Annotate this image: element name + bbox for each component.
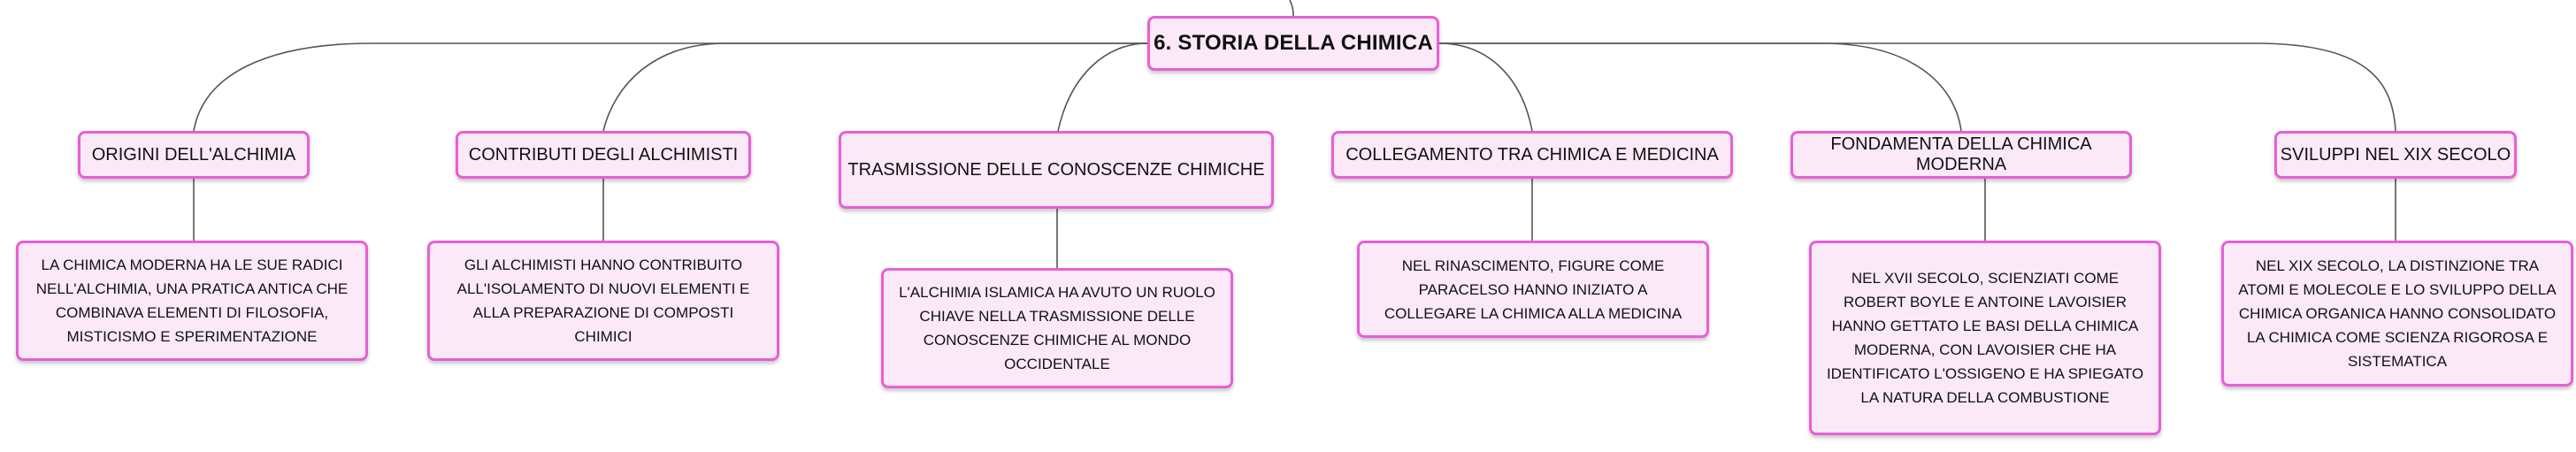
connector-root-topic-1: [193, 42, 1147, 132]
note-node-collegamento[interactable]: NEL RINASCIMENTO, FIGURE COME PARACELSO …: [1357, 241, 1709, 338]
root-node[interactable]: 6. STORIA DELLA CHIMICA: [1147, 16, 1439, 71]
note-node-trasmissione[interactable]: L'ALCHIMIA ISLAMICA HA AVUTO UN RUOLO CH…: [881, 268, 1233, 388]
topic-node-contributi[interactable]: CONTRIBUTI DEGLI ALCHIMISTI: [456, 131, 751, 179]
connector-root-topic-5: [1439, 42, 1962, 132]
connector-root-topic-2: [602, 42, 1147, 132]
topic-node-collegamento[interactable]: COLLEGAMENTO TRA CHIMICA E MEDICINA: [1331, 131, 1733, 179]
note-node-origini[interactable]: LA CHIMICA MODERNA HA LE SUE RADICI NELL…: [16, 241, 368, 361]
topic-node-sviluppi[interactable]: SVILUPPI NEL XIX SECOLO: [2274, 131, 2517, 179]
topic-node-fondamenta[interactable]: FONDAMENTA DELLA CHIMICA MODERNA: [1790, 131, 2132, 179]
connector-parent: [1289, 0, 1294, 17]
connector-root-topic-6: [1439, 42, 2396, 132]
note-node-sviluppi[interactable]: NEL XIX SECOLO, LA DISTINZIONE TRA ATOMI…: [2221, 241, 2573, 387]
topic-node-trasmissione[interactable]: TRASMISSIONE DELLE CONOSCENZE CHIMICHE: [839, 131, 1274, 209]
note-node-fondamenta[interactable]: NEL XVII SECOLO, SCIENZIATI COME ROBERT …: [1809, 241, 2161, 435]
note-node-contributi[interactable]: GLI ALCHIMISTI HANNO CONTRIBUITO ALL'ISO…: [427, 241, 779, 361]
connector-root-topic-4: [1438, 42, 1533, 132]
topic-node-origini[interactable]: ORIGINI DELL'ALCHIMIA: [78, 131, 310, 179]
connector-root-topic-3: [1057, 42, 1148, 132]
